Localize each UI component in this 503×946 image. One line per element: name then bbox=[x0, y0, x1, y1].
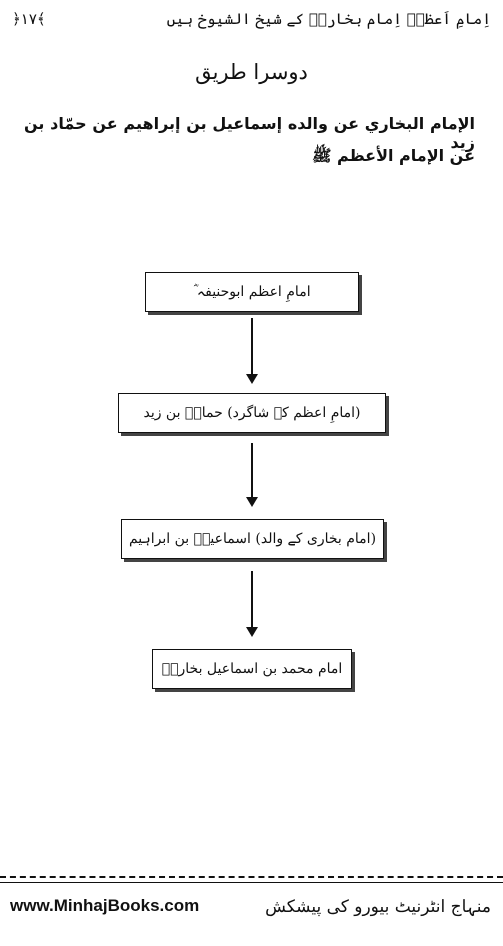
running-header-title: اِمامِ اَعظمؒ اِمام بخاریؒ کے شیخ الشیوخ… bbox=[166, 10, 491, 28]
chain-node-4: امام محمد بن اسماعیل بخاریؒ bbox=[152, 649, 352, 689]
chain-node-label: امام محمد بن اسماعیل بخاریؒ bbox=[161, 661, 343, 677]
chain-node-1: امامِ اعظم ابوحنیفہ ؓ bbox=[145, 272, 359, 312]
chain-text-line-1: الإمام البخاري عن والده إسماعيل بن إبراه… bbox=[24, 114, 475, 152]
footer-divider bbox=[0, 882, 503, 883]
chain-text-line-2: عن الإمام الأعظم ﷺ bbox=[312, 146, 475, 165]
footer-credit: منہاج انٹرنیٹ بیورو کی پیشکش bbox=[265, 896, 491, 917]
down-arrow-icon bbox=[246, 571, 258, 637]
footer-url-link[interactable]: www.MinhajBooks.com bbox=[10, 896, 200, 915]
section-title: دوسرا طریق bbox=[195, 60, 308, 84]
footer-divider bbox=[0, 876, 503, 878]
chain-node-label: (امامِ اعظم کے شاگرد) حمادؒ بن زید bbox=[143, 405, 361, 421]
page-number: ﴿١٧﴾ bbox=[12, 10, 46, 28]
chain-node-2: (امامِ اعظم کے شاگرد) حمادؒ بن زید bbox=[118, 393, 386, 433]
down-arrow-icon bbox=[246, 443, 258, 507]
page-footer: www.MinhajBooks.com منہاج انٹرنیٹ بیورو … bbox=[10, 891, 491, 921]
page-header: ﴿١٧﴾ اِمامِ اَعظمؒ اِمام بخاریؒ کے شیخ ا… bbox=[12, 6, 491, 32]
chain-node-3: (امام بخاری کے والد) اسماعیلؒ بن ابراہیم bbox=[121, 519, 384, 559]
chain-node-label: امامِ اعظم ابوحنیفہ ؓ bbox=[193, 284, 311, 300]
chain-node-label: (امام بخاری کے والد) اسماعیلؒ بن ابراہیم bbox=[128, 531, 377, 547]
down-arrow-icon bbox=[246, 318, 258, 384]
